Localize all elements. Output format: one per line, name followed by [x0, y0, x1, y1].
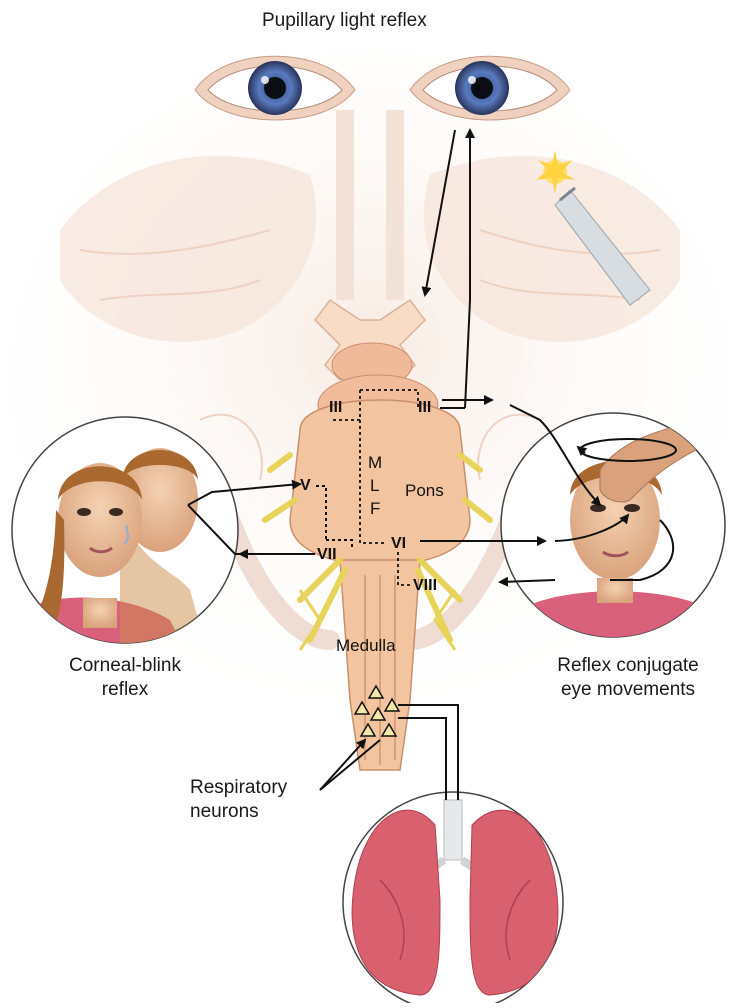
label-mlf-l: L [370, 476, 379, 495]
caption-conjugate-line2: eye movements [528, 678, 728, 702]
label-mlf-f: F [370, 499, 380, 518]
nerve-viii: VIII [413, 577, 437, 594]
label-pons: Pons [405, 481, 444, 500]
caption-respiratory: Respiratory neurons [190, 776, 330, 824]
nerve-v: V [300, 477, 311, 494]
lungs-illustration [343, 792, 563, 1003]
caption-corneal-blink: Corneal-blink reflex [30, 654, 220, 702]
label-mlf-m: M [368, 453, 382, 472]
nerve-vi: VI [391, 535, 406, 552]
caption-corneal-line1: Corneal-blink [30, 654, 220, 678]
caption-respiratory-line2: neurons [190, 800, 330, 824]
nerve-iii-right: III [418, 399, 431, 416]
nerve-iii-left: III [329, 399, 342, 416]
diagram-title: Pupillary light reflex [262, 10, 427, 32]
label-medulla: Medulla [336, 636, 396, 655]
caption-conjugate-line1: Reflex conjugate [528, 654, 728, 678]
caption-conjugate: Reflex conjugate eye movements [528, 654, 728, 702]
caption-corneal-line2: reflex [30, 678, 220, 702]
nerve-vii: VII [317, 546, 337, 563]
caption-respiratory-line1: Respiratory [190, 776, 330, 800]
